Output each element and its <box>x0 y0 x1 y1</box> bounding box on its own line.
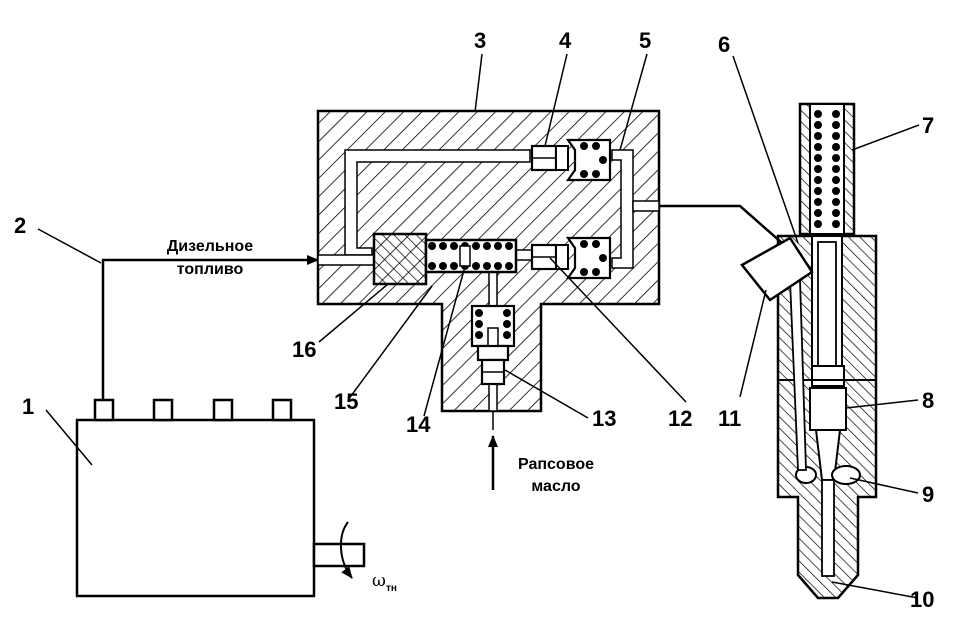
spring-coil-dot <box>814 132 822 140</box>
spring-coil-dot <box>483 242 491 250</box>
spring-coil-dot <box>428 242 436 250</box>
fuel-label: Дизельное топливо <box>167 238 253 278</box>
spring-coil-dot <box>832 121 840 129</box>
spring-coil-dot <box>439 262 447 270</box>
spring-coil-dot <box>832 165 840 173</box>
injection-pump <box>75 398 366 598</box>
spring-coil-dot <box>503 331 511 339</box>
leader-lines <box>37 53 920 599</box>
spring-coil-dot <box>814 187 822 195</box>
spring-coil-dot <box>814 165 822 173</box>
callout-9: 9 <box>922 482 934 507</box>
spring-coil-dot <box>475 309 483 317</box>
spring-coil-dot <box>450 262 458 270</box>
callout-1: 1 <box>22 394 34 419</box>
mixer-piston <box>372 232 428 286</box>
callout-13: 13 <box>592 406 616 431</box>
callout-3: 3 <box>474 28 486 53</box>
fuel-label-line2: топливо <box>177 261 244 278</box>
callout-7: 7 <box>922 113 934 138</box>
oil-label-line1: Рапсовое <box>518 456 594 473</box>
spring-coil-dot <box>832 143 840 151</box>
spring-coil-dot <box>814 209 822 217</box>
spring-coil-dot <box>472 242 480 250</box>
spring-coil-dot <box>832 154 840 162</box>
spring-coil-dot <box>450 242 458 250</box>
spring-coil-dot <box>832 209 840 217</box>
spring-coil-dot <box>592 240 600 248</box>
callout-6: 6 <box>718 32 730 57</box>
callout-12: 12 <box>668 406 692 431</box>
spring-coil-dot <box>472 262 480 270</box>
omega-symbol: ω <box>372 571 386 591</box>
spring-coil-dot <box>832 132 840 140</box>
spring-coil-dot <box>503 309 511 317</box>
spring-coil-dot <box>494 242 502 250</box>
fuel-line <box>101 255 319 400</box>
spring-coil-dot <box>580 142 588 150</box>
spring-coil-dot <box>592 142 600 150</box>
high-pressure-line <box>659 204 791 251</box>
injector <box>740 102 878 600</box>
spring-coil-dot <box>814 220 822 228</box>
oil-label-line2: масло <box>531 478 580 495</box>
spring-coil-dot <box>832 220 840 228</box>
spring-coil-dot <box>505 242 513 250</box>
omega-label: ω тн <box>372 571 397 594</box>
spring-coil-dot <box>503 320 511 328</box>
spring-coil-dot <box>439 242 447 250</box>
callout-8: 8 <box>922 388 934 413</box>
spring-coil-dot <box>580 240 588 248</box>
oil-check-valve <box>470 304 516 386</box>
callout-numbers: 1 2 3 4 5 6 7 8 9 10 11 12 13 14 15 16 <box>14 28 934 612</box>
callout-2: 2 <box>14 213 26 238</box>
spring-coil-dot <box>475 320 483 328</box>
spring-coil-dot <box>483 262 491 270</box>
spring-coil-dot <box>814 121 822 129</box>
spring-coil-dot <box>832 176 840 184</box>
spring-coil-dot <box>428 262 436 270</box>
spring-coil-dot <box>832 198 840 206</box>
spring-coil-dot <box>592 170 600 178</box>
callout-14: 14 <box>406 412 431 437</box>
spring-coil-dot <box>814 110 822 118</box>
omega-subscript: тн <box>386 583 397 594</box>
spring-coil-dot <box>814 143 822 151</box>
spring-coil-dot <box>832 110 840 118</box>
spring-coil-dot <box>832 187 840 195</box>
callout-16: 16 <box>292 337 316 362</box>
spring-coil-dot <box>592 268 600 276</box>
fuel-label-line1: Дизельное <box>167 238 253 255</box>
spring-coil-dot <box>599 156 607 164</box>
callout-10: 10 <box>910 587 934 612</box>
spring-coil-dot <box>814 198 822 206</box>
spring-coil-dot <box>814 154 822 162</box>
callout-11: 11 <box>718 406 741 431</box>
callout-4: 4 <box>559 28 572 53</box>
spring-coil-dot <box>475 331 483 339</box>
callout-5: 5 <box>639 28 651 53</box>
spring-coil-dot <box>580 268 588 276</box>
spring-coil-dot <box>494 262 502 270</box>
pump-shaft <box>312 542 366 568</box>
spring-coil-dot <box>814 176 822 184</box>
oil-label: Рапсовое масло <box>518 456 594 495</box>
valve-12 <box>530 236 612 280</box>
mixer-spring <box>424 238 518 274</box>
valve-4 <box>530 138 612 182</box>
spring-coil-dot <box>599 254 607 262</box>
spring-coil-dot <box>505 262 513 270</box>
rotation-arrow <box>339 521 353 579</box>
spring-coil-dot <box>580 170 588 178</box>
callout-15: 15 <box>334 389 358 414</box>
